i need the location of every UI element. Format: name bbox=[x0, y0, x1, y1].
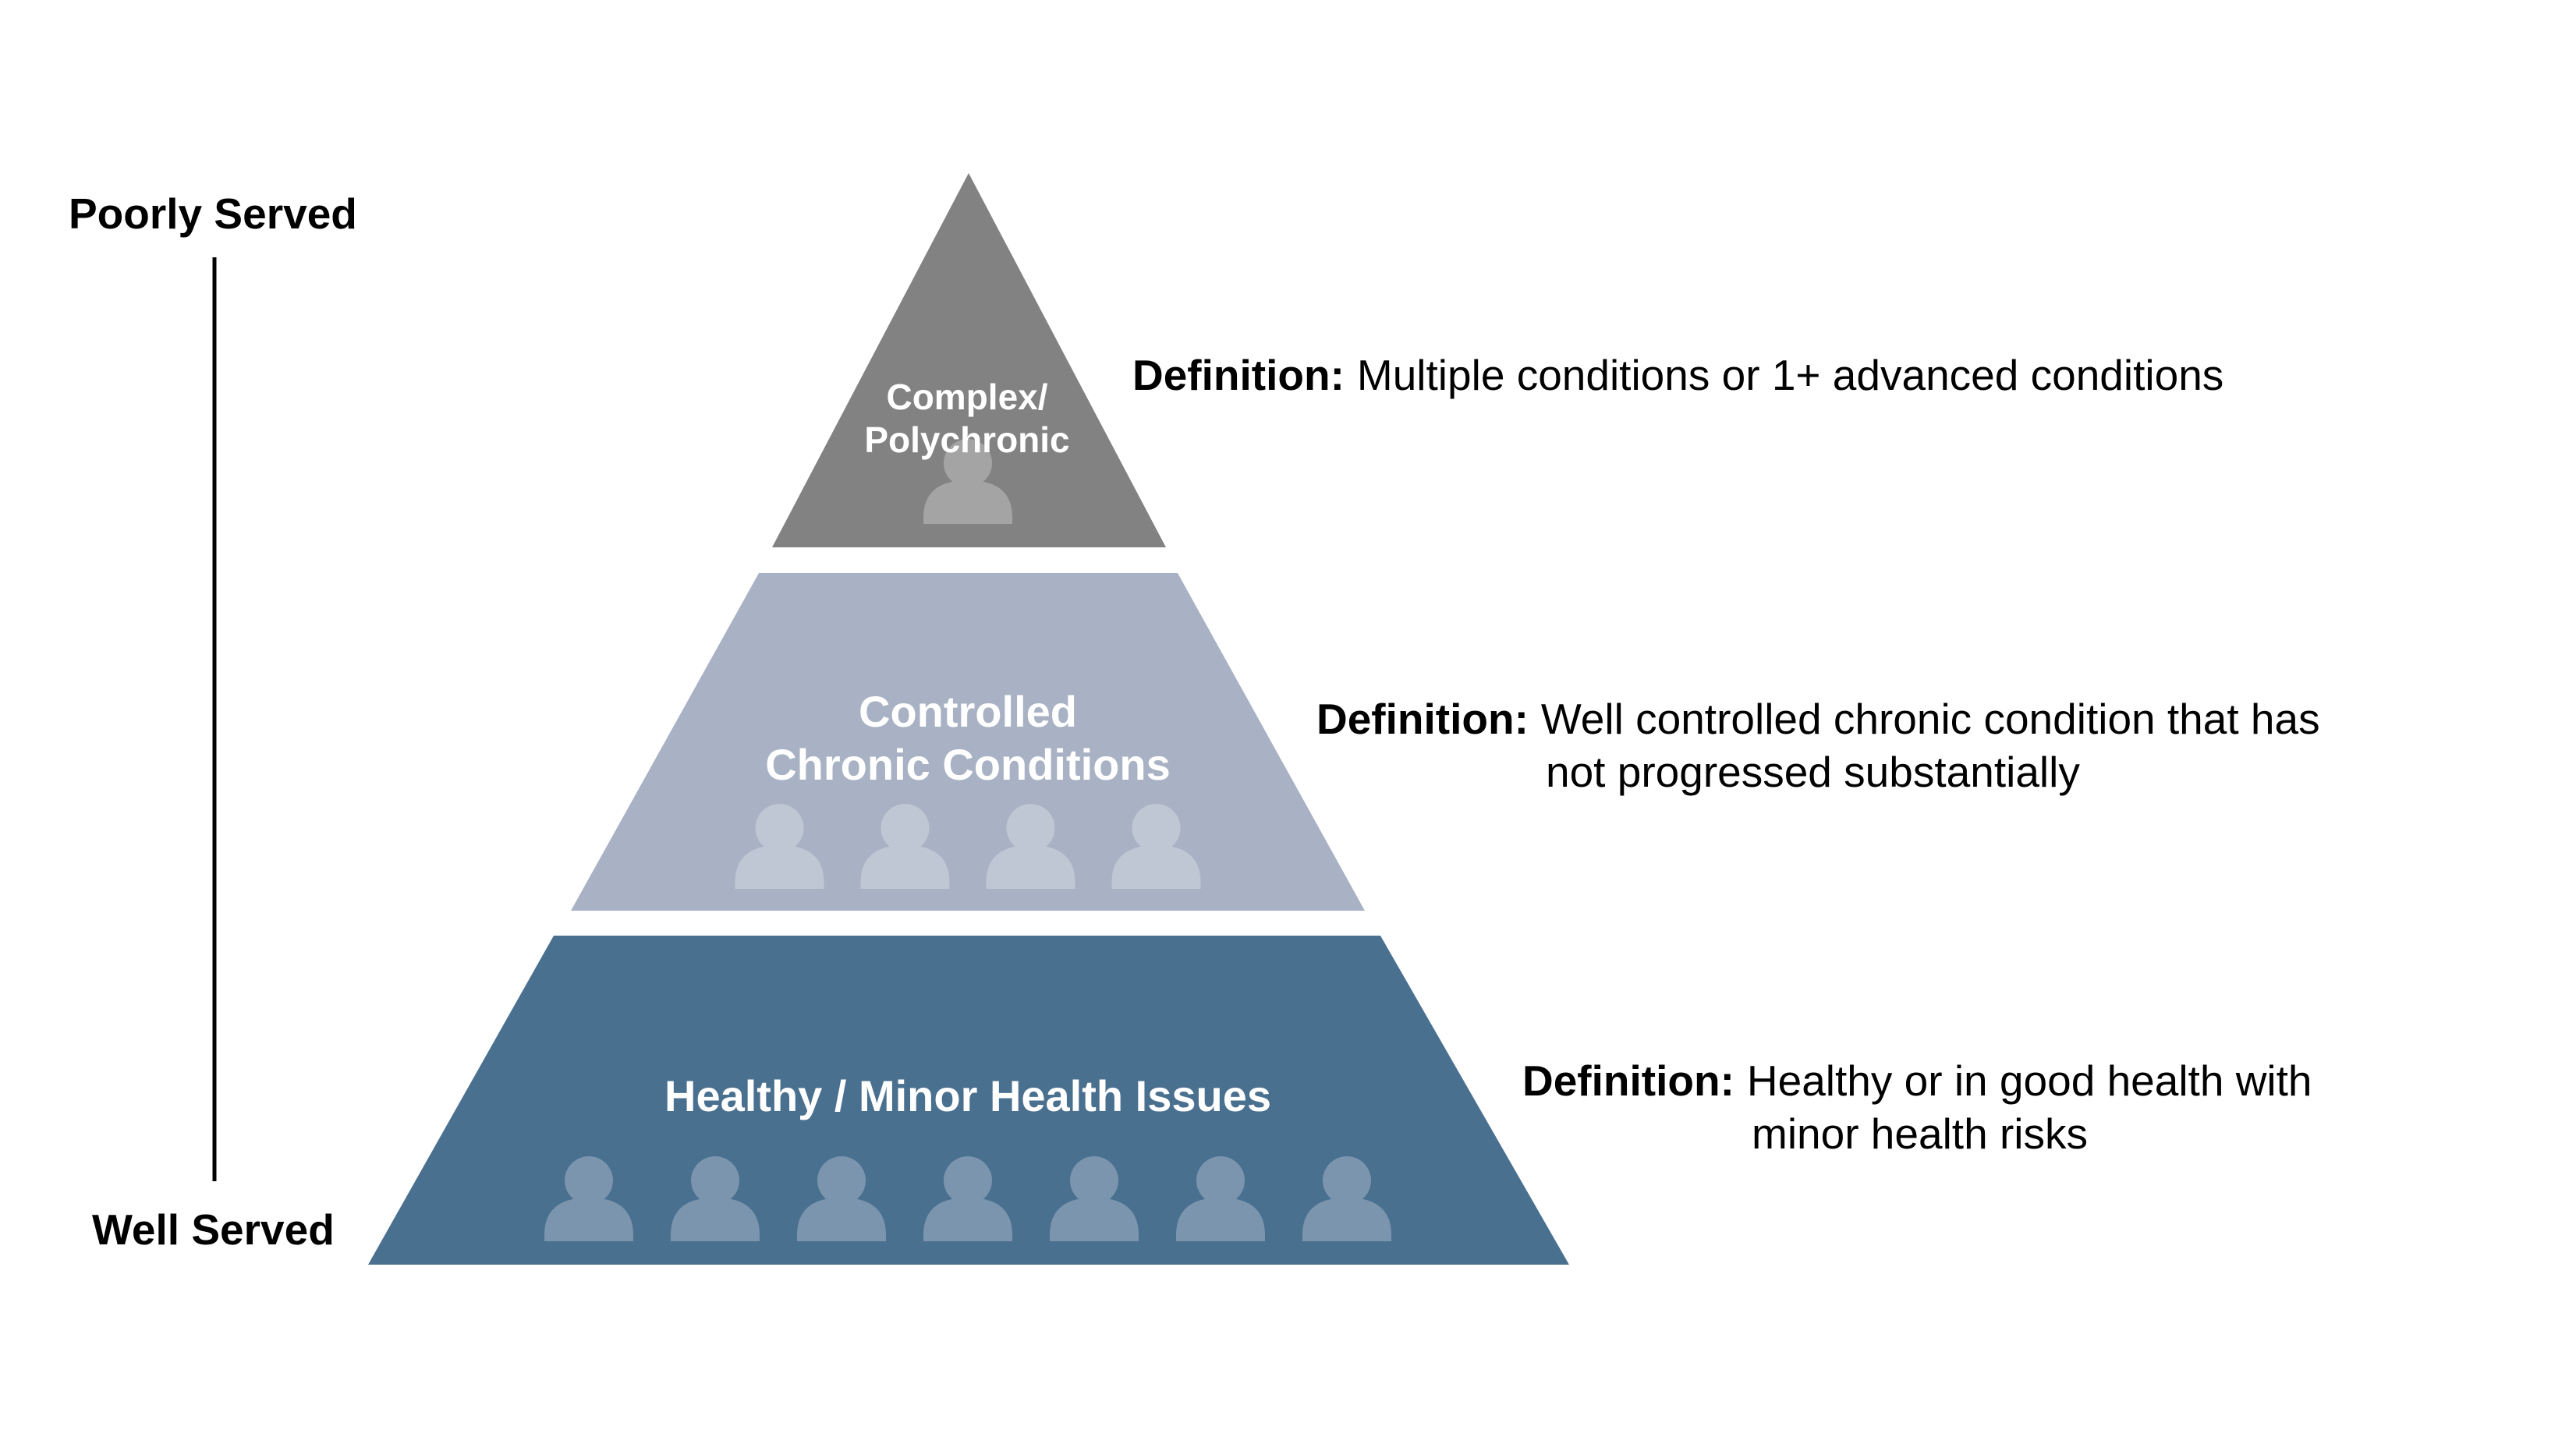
poorly-served-label: Poorly Served bbox=[69, 189, 357, 238]
tier-label-line-1: Controlled bbox=[859, 687, 1077, 736]
person-icon bbox=[923, 1156, 1012, 1241]
tier-controlled-chronic: Controlled Chronic Conditions bbox=[571, 573, 1365, 911]
person-icon bbox=[671, 1156, 760, 1241]
definition-complex-polychronic: Definition: Multiple conditions or 1+ ad… bbox=[1132, 349, 2223, 402]
tier-people-icons bbox=[544, 1156, 1391, 1241]
definition-healthy-minor: Definition: Healthy or in good health wi… bbox=[1522, 1054, 2312, 1160]
tier-label-line-2: Polychronic bbox=[864, 419, 1069, 460]
definition-key: Definition: bbox=[1522, 1056, 1734, 1105]
tier-label-line-1: Complex/ bbox=[886, 377, 1047, 417]
definition-text: Well controlled chronic condition that h… bbox=[1540, 695, 2320, 743]
definition-key: Definition: bbox=[1316, 695, 1529, 743]
definition-text-continued: minor health risks bbox=[1752, 1109, 2088, 1158]
person-icon bbox=[860, 804, 950, 889]
tier-people-icons bbox=[923, 439, 1012, 524]
well-served-label: Well Served bbox=[92, 1205, 335, 1254]
person-icon bbox=[735, 804, 824, 889]
tier-label-line-2: Chronic Conditions bbox=[765, 740, 1171, 789]
tier-shape-bottom bbox=[368, 936, 1569, 1265]
tier-complex-polychronic: Complex/ Polychronic bbox=[772, 173, 1166, 547]
person-icon bbox=[1302, 1156, 1391, 1241]
person-icon bbox=[1176, 1156, 1265, 1241]
definition-controlled-chronic: Definition: Well controlled chronic cond… bbox=[1316, 692, 2320, 798]
tier-shape-top bbox=[772, 173, 1166, 547]
person-icon bbox=[1111, 804, 1201, 889]
person-icon bbox=[797, 1156, 886, 1241]
definition-text: Multiple conditions or 1+ advanced condi… bbox=[1356, 351, 2224, 399]
definition-text: Healthy or in good health with bbox=[1746, 1056, 2312, 1105]
tier-healthy-minor: Healthy / Minor Health Issues bbox=[368, 936, 1569, 1265]
person-icon bbox=[544, 1156, 633, 1241]
person-icon bbox=[986, 804, 1075, 889]
tier-label-line-1: Healthy / Minor Health Issues bbox=[664, 1071, 1271, 1120]
person-icon bbox=[1050, 1156, 1139, 1241]
definition-key: Definition: bbox=[1132, 351, 1345, 399]
tier-people-icons bbox=[735, 804, 1201, 889]
definition-text-continued: not progressed substantially bbox=[1546, 748, 2080, 796]
person-icon bbox=[923, 439, 1012, 524]
